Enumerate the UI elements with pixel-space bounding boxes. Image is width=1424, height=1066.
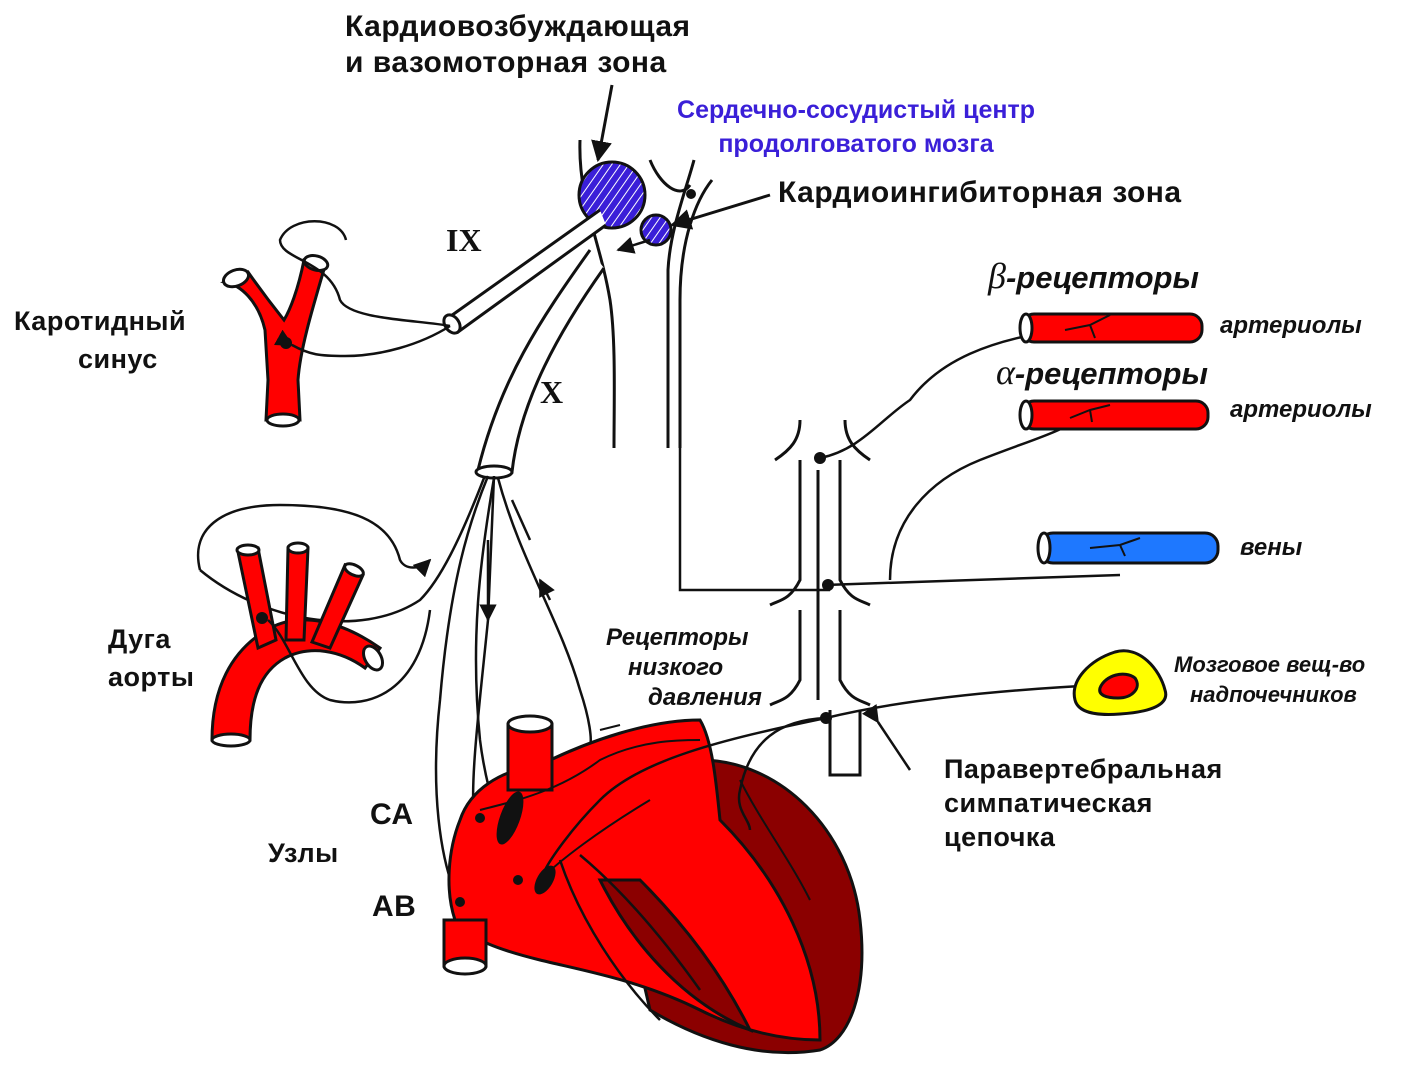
brainstem-node bbox=[686, 189, 696, 199]
alpha-symbol: α bbox=[996, 352, 1015, 392]
sa-node-label: СА bbox=[370, 798, 414, 833]
aortic-arch-label-2: аорты bbox=[108, 662, 194, 693]
adrenal-medulla-label-2: надпочечников bbox=[1190, 682, 1357, 707]
low-pressure-receptors-label-3: давления bbox=[648, 684, 762, 712]
arterioles-label-1: артериолы bbox=[1220, 312, 1362, 340]
carotid-sinus bbox=[221, 253, 329, 426]
beta-arteriole bbox=[1020, 314, 1202, 342]
cardioexcitatory-zone-label-2: и вазомоторная зона bbox=[345, 46, 667, 81]
aortic-arch-label-1: Дуга bbox=[108, 624, 171, 655]
veins-label: вены bbox=[1240, 534, 1302, 562]
sympathetic-chain-label-1: Паравертебральная bbox=[944, 754, 1223, 785]
nerve-ix-label: IX bbox=[446, 222, 482, 259]
beta-symbol: β bbox=[988, 256, 1006, 296]
beta-receptors-label: β-рецепторы bbox=[988, 256, 1199, 297]
alpha-arteriole bbox=[1020, 401, 1208, 429]
nodes-label: Узлы bbox=[268, 838, 339, 869]
low-pressure-receptors-label-2: низкого bbox=[628, 654, 723, 682]
low-pressure-receptors-label-1: Рецепторы bbox=[606, 624, 748, 652]
nerve-x-label: X bbox=[540, 374, 563, 411]
carotid-sinus-label-1: Каротидный bbox=[14, 306, 186, 337]
av-node-label: АВ bbox=[372, 890, 416, 925]
adrenal-medulla-label-1: Мозговое вещ-во bbox=[1174, 652, 1365, 677]
cv-center-label-2: продолговатого мозга bbox=[636, 130, 1076, 159]
carotid-sinus-label-2: синус bbox=[78, 344, 158, 375]
cardioexcitatory-zone-label-1: Кардиовозбуждающая bbox=[345, 10, 691, 45]
beta-receptors-text: -рецепторы bbox=[1006, 260, 1199, 295]
alpha-receptors-label: α-рецепторы bbox=[996, 352, 1208, 393]
arterioles-label-2: артериолы bbox=[1230, 396, 1372, 424]
alpha-receptors-text: -рецепторы bbox=[1015, 356, 1208, 391]
cv-center-label-1: Сердечно-сосудистый центр bbox=[636, 96, 1076, 125]
aortic-arch bbox=[212, 543, 386, 746]
sympathetic-chain bbox=[770, 420, 870, 775]
vein bbox=[1038, 533, 1218, 563]
cardioinhibitory-zone-label: Кардиоингибиторная зона bbox=[778, 176, 1182, 211]
sympathetic-chain-label-2: симпатическая bbox=[944, 788, 1153, 819]
sympathetic-chain-label-3: цепочка bbox=[944, 822, 1055, 853]
adrenal-medulla bbox=[1074, 651, 1166, 715]
